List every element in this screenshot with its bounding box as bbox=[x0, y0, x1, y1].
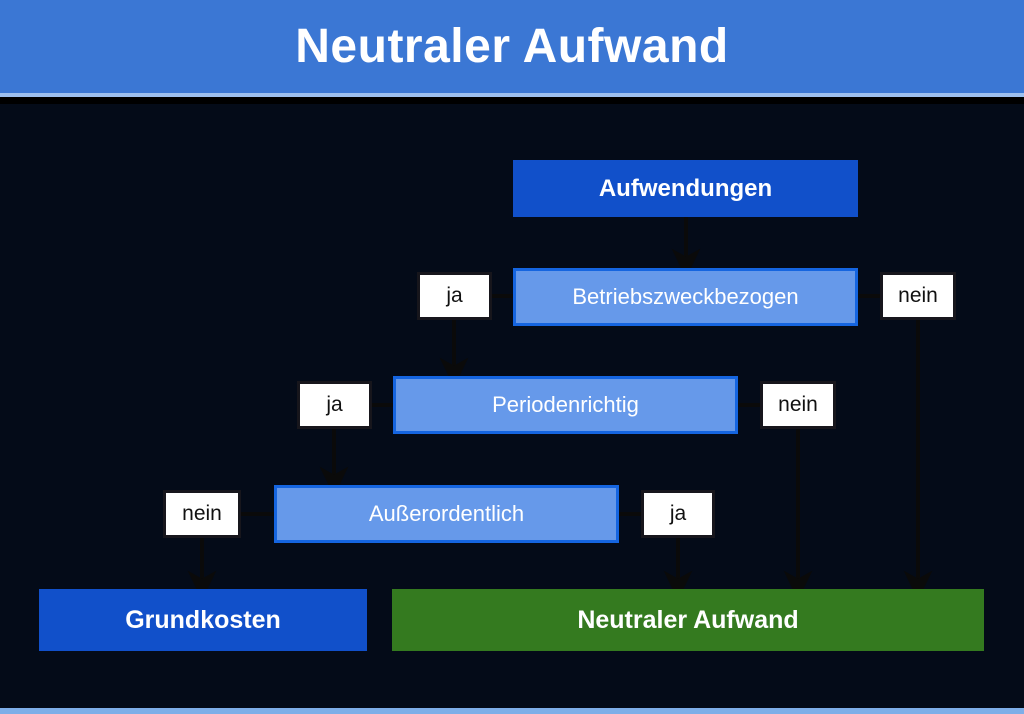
edge-label-nein-ausserordentlich[interactable]: nein bbox=[163, 490, 241, 538]
header-divider-rule bbox=[0, 97, 1024, 104]
node-ausserordentlich[interactable]: Außerordentlich bbox=[274, 485, 619, 543]
node-aufwendungen-label: Aufwendungen bbox=[598, 174, 773, 202]
header-underline bbox=[0, 93, 1024, 97]
edge-label-text: nein bbox=[898, 284, 938, 307]
page-title: Neutraler Aufwand bbox=[295, 19, 729, 73]
node-periodenrichtig[interactable]: Periodenrichtig bbox=[393, 376, 738, 434]
edge-label-ja-betriebszweckbezogen[interactable]: ja bbox=[417, 272, 492, 320]
edge-label-text: nein bbox=[778, 393, 818, 416]
decision-flowchart: Aufwendungen Betriebszweckbezogen Period… bbox=[0, 104, 1024, 708]
slide-header: Neutraler Aufwand bbox=[0, 0, 1024, 93]
edge-label-text: nein bbox=[182, 502, 222, 525]
node-neutraler-aufwand-label: Neutraler Aufwand bbox=[577, 605, 799, 634]
edge-label-text: ja bbox=[446, 284, 463, 307]
node-ausserordentlich-label: Außerordentlich bbox=[368, 501, 525, 526]
node-betriebszweckbezogen-label: Betriebszweckbezogen bbox=[572, 284, 799, 309]
edge-label-ja-periodenrichtig[interactable]: ja bbox=[297, 381, 372, 429]
node-neutraler-aufwand[interactable]: Neutraler Aufwand bbox=[392, 589, 984, 651]
edge-label-text: ja bbox=[669, 502, 687, 525]
node-grundkosten-label: Grundkosten bbox=[125, 605, 281, 634]
edge-label-ja-ausserordentlich[interactable]: ja bbox=[641, 490, 715, 538]
edge-label-text: ja bbox=[326, 393, 343, 416]
edge-label-nein-periodenrichtig[interactable]: nein bbox=[760, 381, 836, 429]
edge-label-nein-betriebszweckbezogen[interactable]: nein bbox=[880, 272, 956, 320]
node-betriebszweckbezogen[interactable]: Betriebszweckbezogen bbox=[513, 268, 858, 326]
node-aufwendungen[interactable]: Aufwendungen bbox=[513, 160, 858, 217]
footer-strip bbox=[0, 708, 1024, 714]
node-periodenrichtig-label: Periodenrichtig bbox=[492, 392, 639, 417]
node-grundkosten[interactable]: Grundkosten bbox=[39, 589, 367, 651]
